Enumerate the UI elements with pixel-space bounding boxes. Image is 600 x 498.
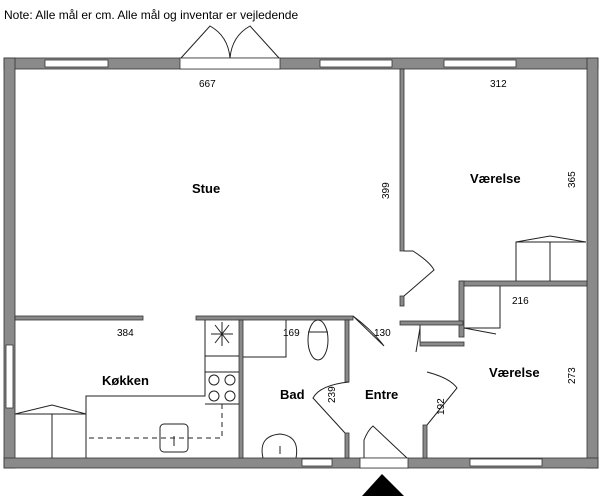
dim-bad-depth: 239 <box>327 386 338 403</box>
room-label-koekken: Køkken <box>102 373 149 388</box>
dim-stue-width: 667 <box>199 79 216 90</box>
dim-vaerelse-2-depth: 273 <box>567 367 578 384</box>
entrance-arrow-icon <box>362 474 404 496</box>
doors <box>179 25 458 496</box>
dim-koekken: 384 <box>117 328 134 339</box>
windows <box>5 59 543 467</box>
dim-vaerelse-1-depth: 365 <box>567 171 578 188</box>
room-label-entre: Entre <box>365 387 398 402</box>
walls <box>3 57 599 469</box>
dim-vaerelse-1-width: 312 <box>490 79 507 90</box>
labels: Stue 667 399 Værelse 312 365 Køkken 384 … <box>102 79 578 415</box>
dim-bad-width: 169 <box>283 328 300 339</box>
dim-entre-width: 130 <box>374 328 391 339</box>
room-label-stue: Stue <box>192 181 220 196</box>
dim-stue-depth: 399 <box>381 182 392 199</box>
dim-entre-depth: 192 <box>436 398 447 415</box>
room-label-vaerelse-2: Værelse <box>489 365 540 380</box>
room-label-bad: Bad <box>280 387 305 402</box>
room-label-vaerelse-1: Værelse <box>470 171 521 186</box>
dim-vaerelse-2-width: 216 <box>512 296 529 307</box>
note-text: Note: Alle mål er cm. Alle mål og invent… <box>4 8 298 22</box>
furniture <box>14 235 587 459</box>
